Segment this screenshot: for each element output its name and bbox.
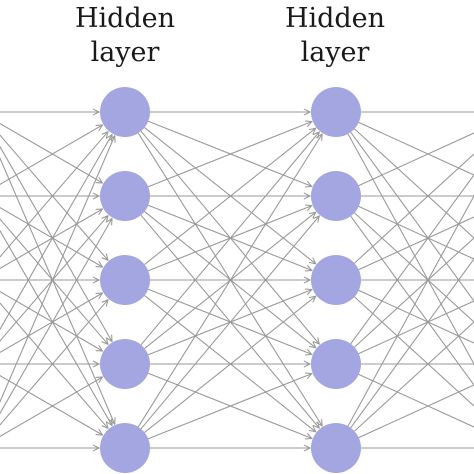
edge-hidden1-4-to-hidden2-1	[140, 216, 319, 430]
hidden2-node-0	[311, 87, 361, 137]
hidden1-node-3	[100, 339, 150, 389]
edge-input-0-to-hidden1-1	[0, 122, 103, 183]
edge-hidden2-4-to-output-3	[358, 384, 474, 439]
edge-input-4-to-hidden1-3	[0, 377, 103, 438]
hidden1-node-1	[100, 171, 150, 221]
edge-input-0-to-hidden1-3	[0, 145, 112, 342]
edge-hidden2-0-to-output-4	[347, 133, 474, 366]
hidden2-node-2	[311, 255, 361, 305]
edge-hidden2-2-to-output-0	[354, 153, 474, 264]
hidden-layer-1-label: Hidden layer	[55, 2, 195, 70]
edge-hidden1-4-to-hidden2-3	[147, 374, 312, 440]
edge-hidden1-4-to-hidden2-0	[137, 134, 322, 428]
edge-input-3-to-hidden1-2	[0, 293, 103, 354]
edge-input-1-to-hidden1-3	[0, 218, 108, 344]
hidden-layer-1-label-line1: Hidden	[74, 3, 176, 34]
edge-input-0-to-hidden1-4	[0, 156, 115, 424]
edge-input-0-to-hidden1-2	[0, 134, 108, 260]
edge-input-2-to-hidden1-3	[0, 290, 103, 351]
edge-hidden1-2-to-hidden2-0	[144, 128, 316, 265]
edge-hidden2-4-to-output-2	[354, 321, 474, 432]
edge-hidden2-3-to-output-1	[354, 237, 474, 348]
edge-hidden2-0-to-output-2	[354, 128, 474, 239]
nodes-group	[100, 87, 361, 473]
edge-input-4-to-hidden1-0	[0, 136, 115, 404]
hidden1-node-4	[100, 423, 150, 473]
edge-hidden2-1-to-output-2	[358, 205, 474, 260]
edge-hidden2-4-to-output-1	[350, 258, 474, 429]
edge-input-3-to-hidden1-1	[0, 216, 108, 342]
hidden-layer-1-label-line2: layer	[90, 37, 160, 68]
edge-input-1-to-hidden1-0	[0, 125, 103, 186]
edge-hidden2-1-to-output-4	[350, 215, 474, 386]
edge-hidden2-2-to-output-1	[358, 216, 474, 271]
edge-hidden1-4-to-hidden2-2	[144, 296, 316, 433]
edge-input-3-to-hidden1-0	[0, 135, 112, 331]
edge-hidden2-0-to-output-1	[358, 121, 474, 176]
edge-hidden2-3-to-output-4	[358, 373, 474, 428]
edge-hidden2-2-to-output-3	[358, 289, 474, 344]
edge-hidden2-3-to-output-2	[358, 300, 474, 355]
hidden-layer-2-label: Hidden layer	[265, 2, 405, 70]
hidden1-node-2	[100, 255, 150, 305]
hidden-layer-2-label-line2: layer	[300, 37, 370, 68]
edge-input-2-to-hidden1-0	[0, 132, 108, 258]
edge-input-1-to-hidden1-4	[0, 229, 112, 426]
edges-group	[0, 112, 474, 448]
edge-hidden2-2-to-output-4	[354, 296, 474, 407]
hidden2-node-4	[311, 423, 361, 473]
hidden2-node-1	[311, 171, 361, 221]
edge-input-2-to-hidden1-1	[0, 209, 103, 270]
edge-input-4-to-hidden1-1	[0, 219, 112, 415]
edge-hidden2-0-to-output-3	[350, 131, 474, 302]
edge-input-2-to-hidden1-4	[0, 302, 108, 428]
edge-hidden2-3-to-output-0	[350, 174, 474, 345]
hidden1-node-0	[100, 87, 150, 137]
edge-hidden1-3-to-hidden2-0	[140, 132, 319, 346]
edge-input-3-to-hidden1-4	[0, 374, 103, 435]
hidden-layer-2-label-line1: Hidden	[284, 3, 386, 34]
edge-input-4-to-hidden1-2	[0, 300, 108, 426]
hidden2-node-3	[311, 339, 361, 389]
edge-hidden2-4-to-output-0	[347, 194, 474, 427]
edge-input-1-to-hidden1-2	[0, 206, 103, 267]
edge-hidden2-1-to-output-0	[358, 132, 474, 187]
edge-hidden1-1-to-hidden2-0	[147, 122, 312, 188]
